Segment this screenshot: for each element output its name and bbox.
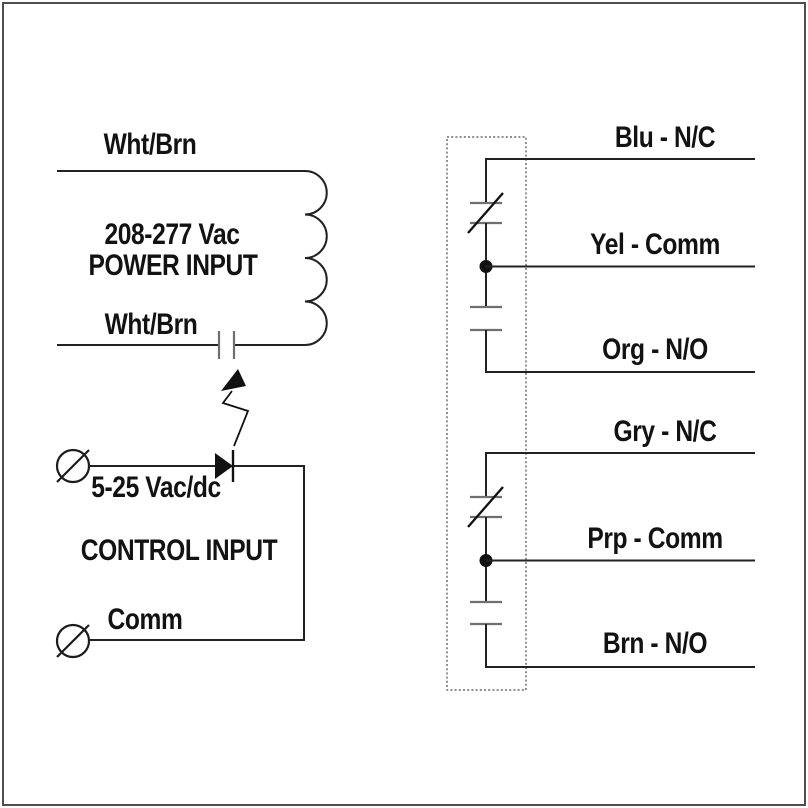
- no-contact-icon: [470, 305, 502, 332]
- relay-boundary-box: [446, 136, 527, 691]
- contact-label-prp-comm: Prp - Comm: [587, 522, 723, 555]
- screw-terminal-icon: [55, 623, 91, 659]
- relay-block: [446, 136, 755, 691]
- diode-icon: [215, 450, 235, 482]
- power-voltage-label: 208-277 Vac: [104, 218, 240, 251]
- nc-contact-slash: [467, 486, 504, 528]
- control-comm-label: Comm: [107, 603, 183, 636]
- capacitor-icon: [217, 331, 236, 359]
- contact-label-brn-no: Brn - N/O: [602, 627, 708, 660]
- control-circuit: [55, 448, 305, 659]
- no-wire-brn: [485, 624, 755, 668]
- control-input-title: CONTROL INPUT: [80, 534, 278, 567]
- contact-label-org-no: Org - N/O: [602, 333, 708, 366]
- nc-contact-slash: [467, 192, 504, 234]
- power-bottom-wire-label: Wht/Brn: [104, 308, 198, 341]
- relay-pole-2: [467, 452, 755, 668]
- contact-label-blu-nc: Blu - N/C: [614, 121, 716, 154]
- inductor-coil-icon: [57, 170, 328, 346]
- power-circuit: [57, 170, 328, 359]
- contact-label-yel-comm: Yel - Comm: [590, 228, 720, 261]
- no-wire-org: [485, 330, 755, 373]
- control-voltage-label: 5-25 Vac/dc: [91, 471, 221, 504]
- control-loop-wire: [89, 465, 305, 641]
- lightning-arrow-icon: [221, 369, 250, 447]
- power-top-wire-label: Wht/Brn: [103, 128, 197, 161]
- contact-label-gry-nc: Gry - N/C: [613, 415, 717, 448]
- nc-wire-blu: [485, 158, 755, 203]
- screw-terminal-icon: [55, 448, 91, 484]
- nc-wire-gry: [485, 452, 755, 497]
- no-contact-icon: [470, 600, 502, 626]
- power-input-title: POWER INPUT: [88, 249, 258, 282]
- relay-pole-1: [467, 158, 755, 373]
